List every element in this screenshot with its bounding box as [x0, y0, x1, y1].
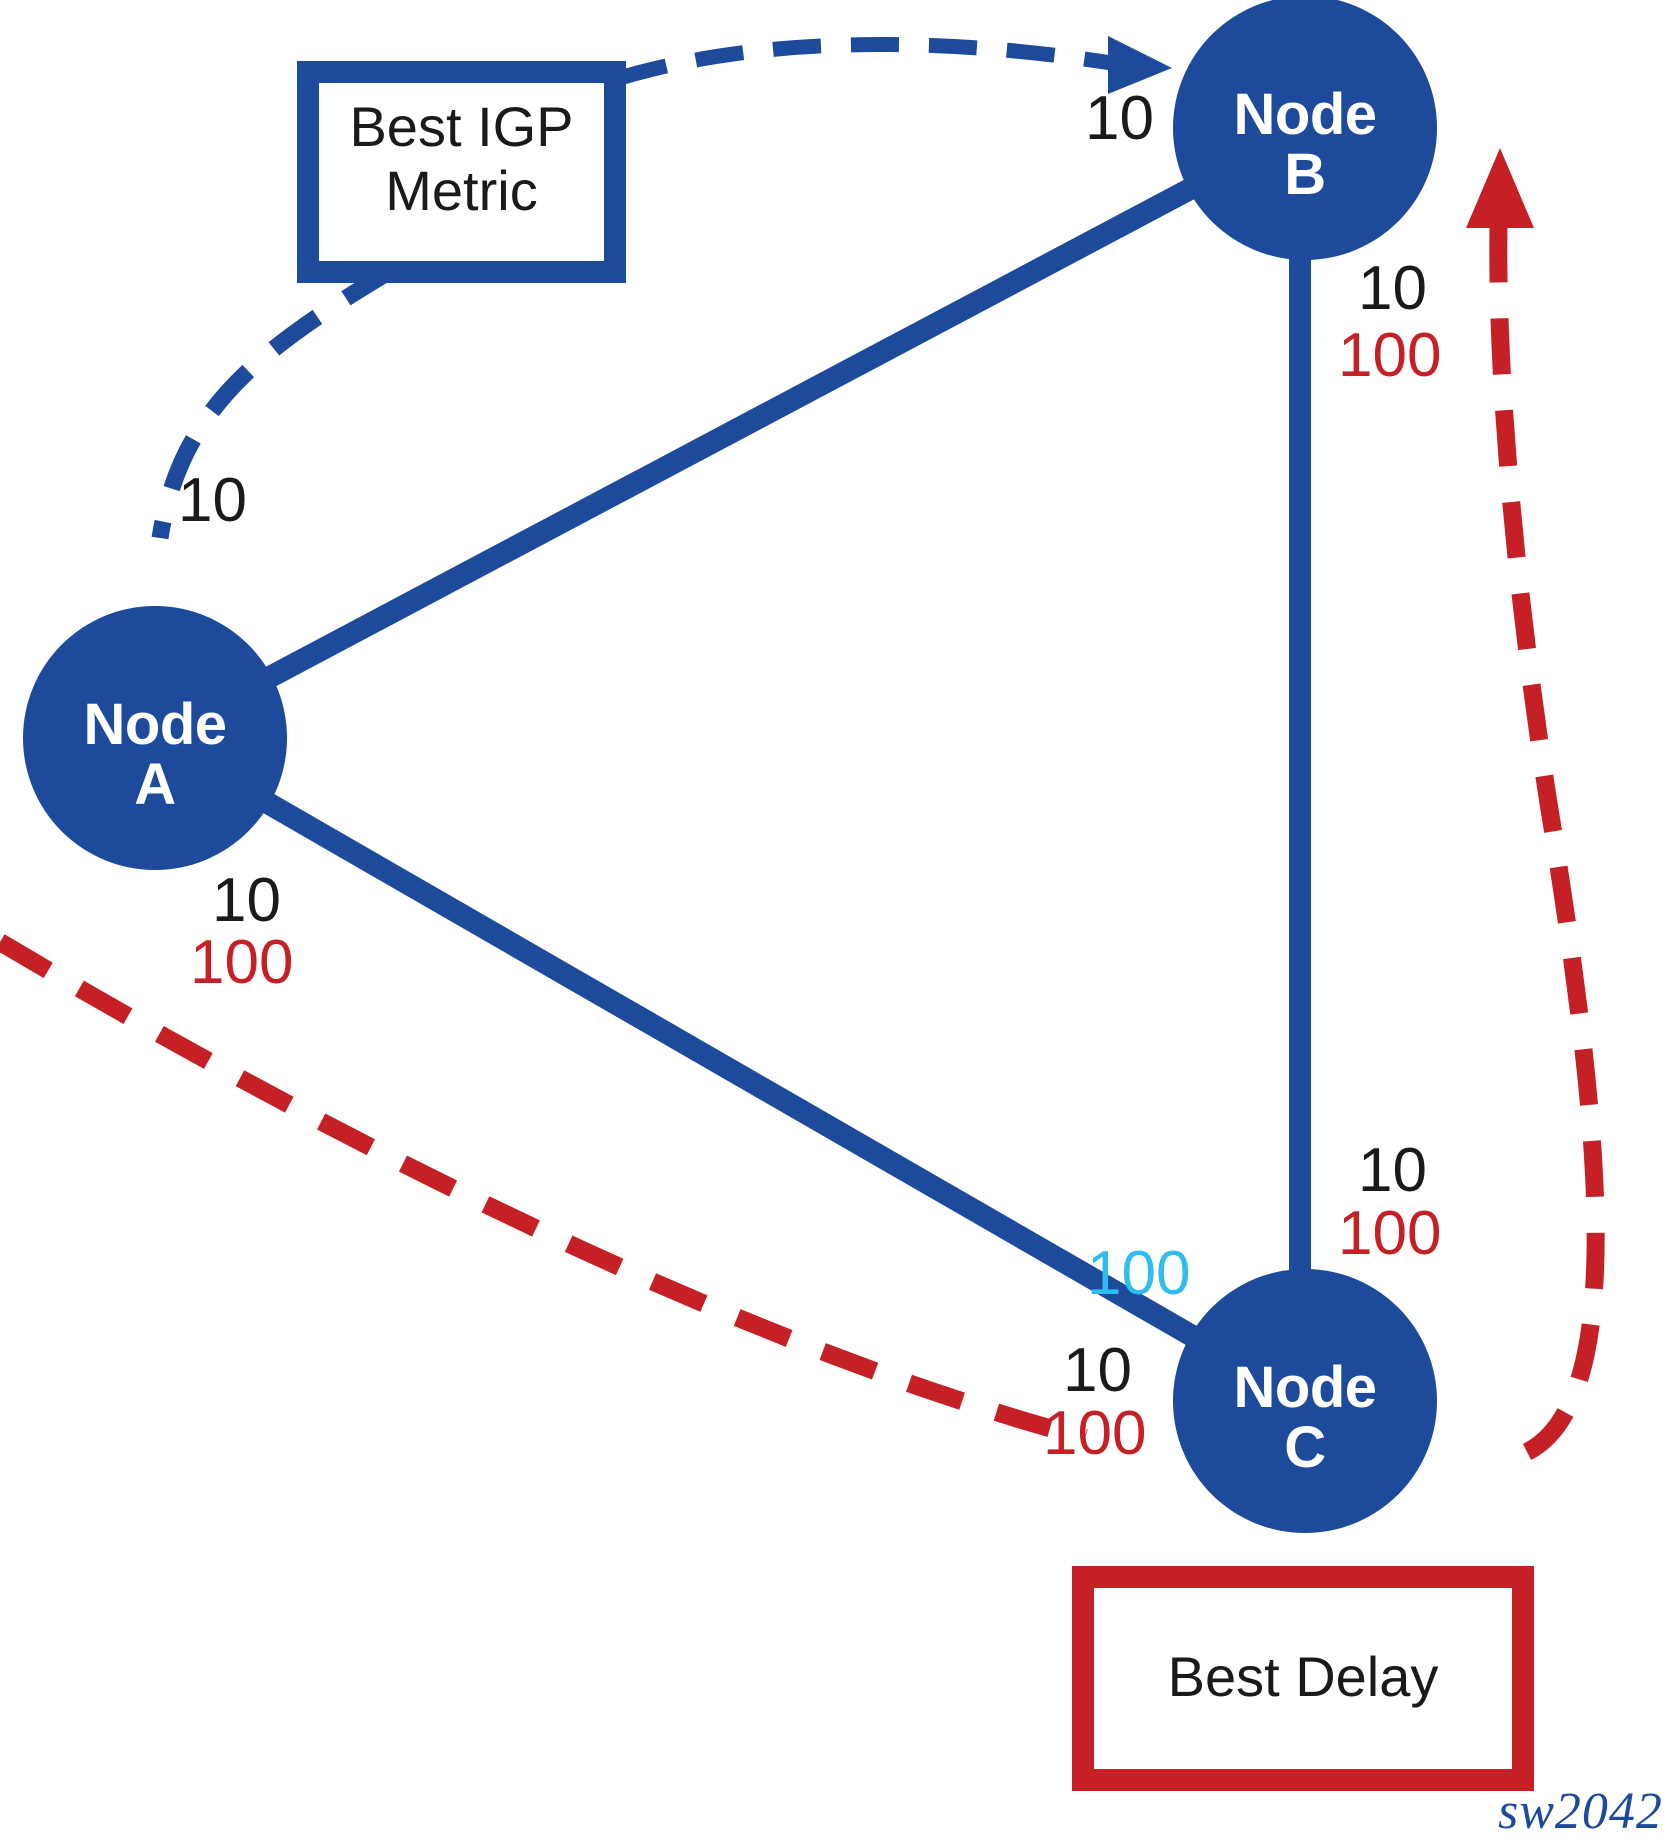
igp-callout-arrowhead	[1108, 36, 1172, 94]
label-ac-igp: 10	[1063, 1336, 1132, 1405]
label-bc-igp: 10	[1358, 254, 1427, 323]
node-c-circle[interactable]	[1173, 1269, 1437, 1533]
link-a-b	[149, 118, 1311, 748]
label-c-right-igp: 10	[1358, 1136, 1427, 1205]
delay-callout-arrowhead	[1466, 148, 1534, 228]
best-igp-metric-line1: Best IGP	[349, 95, 574, 158]
best-delay-line1: Best Delay	[1167, 1645, 1439, 1708]
watermark: sw2042	[1498, 1783, 1663, 1840]
label-bc-delay: 100	[1338, 321, 1442, 390]
label-a-top-igp: 10	[178, 466, 247, 535]
best-igp-metric-line2: Metric	[385, 159, 538, 222]
label-a-bottom-igp: 10	[212, 866, 281, 935]
link-a-c	[149, 728, 1311, 1411]
label-ac-te: 100	[1087, 1239, 1191, 1308]
delay-callout-leader-left	[0, 934, 1088, 1447]
best-delay-label: Best Delay	[1083, 1645, 1523, 1709]
igp-callout-arrow-to-node-b	[617, 37, 1120, 86]
best-igp-metric-label: Best IGP Metric	[308, 95, 615, 223]
label-a-bottom-delay: 100	[190, 928, 294, 997]
best-delay-box[interactable]	[1072, 1566, 1534, 1791]
label-c-right-delay: 100	[1338, 1199, 1442, 1268]
node-a-circle[interactable]	[23, 606, 287, 870]
label-b-top-igp: 10	[1085, 84, 1154, 153]
igp-callout-leader-to-node-a	[151, 262, 397, 540]
delay-callout-arrow-up	[1489, 204, 1605, 1461]
node-b-circle[interactable]	[1173, 0, 1437, 260]
label-ac-delay: 100	[1043, 1399, 1147, 1468]
best-igp-metric-box[interactable]	[297, 61, 626, 283]
